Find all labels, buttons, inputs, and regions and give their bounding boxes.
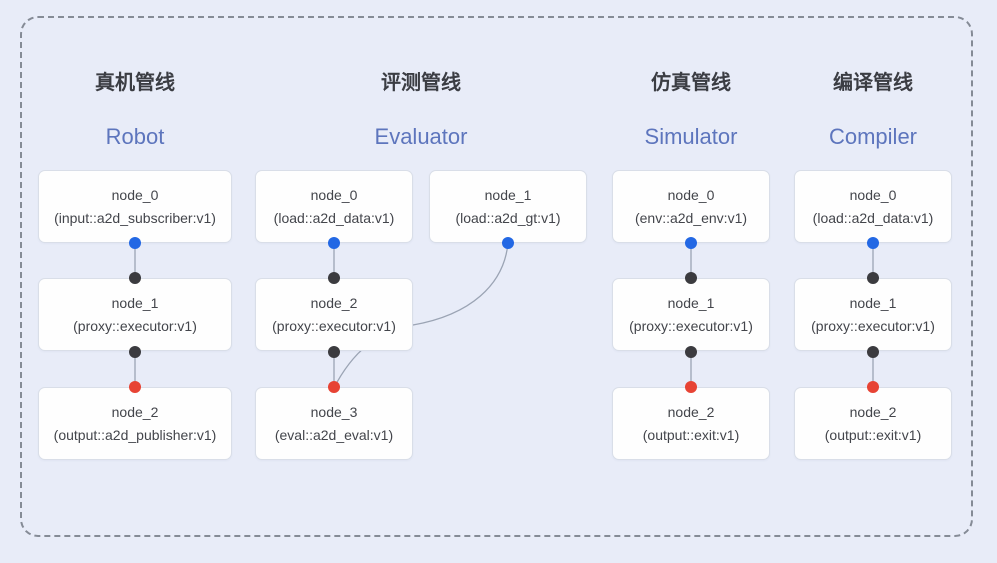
port-in-dot-simulator-node_2 — [685, 381, 697, 393]
node-type: (proxy::executor:v1) — [272, 317, 396, 334]
node-type: (proxy::executor:v1) — [73, 317, 197, 334]
node-type: (output::exit:v1) — [642, 426, 740, 443]
node-type: (input::a2d_subscriber:v1) — [54, 209, 216, 226]
port-out-dot-evaluator-node_0 — [328, 237, 340, 249]
node-box-robot-node_2: node_2 (output::a2d_publisher:v1) — [38, 387, 232, 460]
node-box-evaluator-node_3: node_3 (eval::a2d_eval:v1) — [255, 387, 413, 460]
port-in-dot-robot-node_1 — [129, 272, 141, 284]
node-type: (proxy::executor:v1) — [629, 317, 753, 334]
port-out-dot-robot-node_1 — [129, 346, 141, 358]
node-name: node_0 — [111, 186, 159, 203]
node-name: node_2 — [111, 403, 159, 420]
port-out-dot-compiler-node_1 — [867, 346, 879, 358]
node-type: (env::a2d_env:v1) — [634, 209, 748, 226]
node-name: node_2 — [310, 294, 358, 311]
node-box-simulator-node_0: node_0 (env::a2d_env:v1) — [612, 170, 770, 243]
pipeline-title-en-simulator: Simulator — [644, 124, 738, 149]
pipeline-title-zh-compiler: 编译管线 — [833, 72, 913, 94]
port-out-dot-evaluator-node_2 — [328, 346, 340, 358]
pipeline-title-en-compiler: Compiler — [828, 124, 918, 149]
node-name: node_1 — [484, 186, 532, 203]
node-type: (proxy::executor:v1) — [811, 317, 935, 334]
node-type: (output::a2d_publisher:v1) — [53, 426, 217, 443]
pipeline-title-zh-simulator: 仿真管线 — [651, 72, 731, 94]
node-box-simulator-node_1: node_1 (proxy::executor:v1) — [612, 278, 770, 351]
node-name: node_1 — [849, 294, 897, 311]
node-type: (output::exit:v1) — [824, 426, 922, 443]
pipeline-title-zh-robot: 真机管线 — [95, 72, 175, 94]
node-type: (load::a2d_data:v1) — [812, 209, 934, 226]
port-out-dot-evaluator-node_1 — [502, 237, 514, 249]
node-box-evaluator-node_2: node_2 (proxy::executor:v1) — [255, 278, 413, 351]
node-box-evaluator-node_0: node_0 (load::a2d_data:v1) — [255, 170, 413, 243]
pipeline-title-en-robot: Robot — [105, 124, 165, 149]
node-type: (load::a2d_gt:v1) — [455, 209, 561, 226]
port-in-dot-robot-node_2 — [129, 381, 141, 393]
pipeline-title-en-evaluator: Evaluator — [374, 124, 468, 149]
node-box-compiler-node_2: node_2 (output::exit:v1) — [794, 387, 952, 460]
port-out-dot-simulator-node_0 — [685, 237, 697, 249]
port-in-dot-evaluator-node_2 — [328, 272, 340, 284]
port-out-dot-robot-node_0 — [129, 237, 141, 249]
port-in-dot-evaluator-node_3 — [328, 381, 340, 393]
port-in-dot-compiler-node_2 — [867, 381, 879, 393]
pipeline-title-zh-evaluator: 评测管线 — [381, 72, 461, 94]
edge-evaluator-n1-n3 — [335, 242, 509, 385]
node-box-compiler-node_0: node_0 (load::a2d_data:v1) — [794, 170, 952, 243]
port-out-dot-compiler-node_0 — [867, 237, 879, 249]
node-box-robot-node_1: node_1 (proxy::executor:v1) — [38, 278, 232, 351]
node-box-simulator-node_2: node_2 (output::exit:v1) — [612, 387, 770, 460]
node-name: node_0 — [667, 186, 715, 203]
node-type: (load::a2d_data:v1) — [273, 209, 395, 226]
node-name: node_0 — [310, 186, 358, 203]
node-name: node_1 — [667, 294, 715, 311]
node-name: node_2 — [667, 403, 715, 420]
port-in-dot-simulator-node_1 — [685, 272, 697, 284]
port-out-dot-simulator-node_1 — [685, 346, 697, 358]
node-name: node_2 — [849, 403, 897, 420]
port-in-dot-compiler-node_1 — [867, 272, 879, 284]
node-box-robot-node_0: node_0 (input::a2d_subscriber:v1) — [38, 170, 232, 243]
node-box-evaluator-node_1: node_1 (load::a2d_gt:v1) — [429, 170, 587, 243]
node-box-compiler-node_1: node_1 (proxy::executor:v1) — [794, 278, 952, 351]
node-name: node_3 — [310, 403, 358, 420]
node-type: (eval::a2d_eval:v1) — [274, 426, 394, 443]
node-name: node_1 — [111, 294, 159, 311]
node-name: node_0 — [849, 186, 897, 203]
